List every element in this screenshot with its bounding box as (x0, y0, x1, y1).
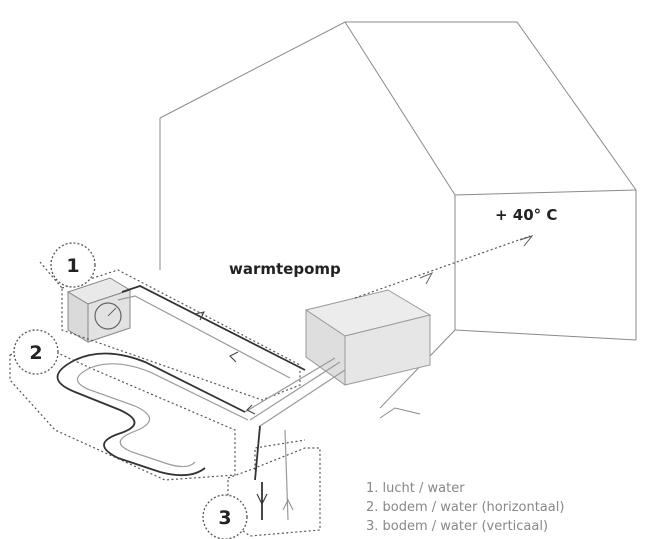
marker-3-label: 3 (218, 507, 231, 529)
legend-item-2: 2. bodem / water (horizontaal) (366, 500, 564, 515)
fan-icon (94, 302, 122, 330)
marker-2-label: 2 (29, 342, 42, 364)
legend: 1. lucht / water 2. bodem / water (horiz… (366, 481, 564, 534)
legend-item-1: 1. lucht / water (366, 481, 465, 496)
marker-1: 1 (50, 242, 96, 288)
marker-2: 2 (13, 329, 59, 375)
output-line (354, 234, 534, 299)
horizontal-collector (56, 352, 256, 477)
air-pipes (117, 285, 306, 379)
device-label: warmtepomp (229, 260, 341, 278)
house (159, 21, 637, 419)
legend-item-3: 3. bodem / water (verticaal) (366, 519, 548, 534)
air-unit (66, 277, 132, 343)
marker-3: 3 (202, 494, 248, 539)
ground-main-pipes (244, 357, 346, 427)
marker-1-label: 1 (66, 255, 79, 277)
vertical-probe (254, 425, 294, 521)
temperature-label: + 40° C (495, 206, 557, 224)
indoor-heat-pump-unit (304, 289, 432, 386)
area-outlines (9, 261, 321, 537)
